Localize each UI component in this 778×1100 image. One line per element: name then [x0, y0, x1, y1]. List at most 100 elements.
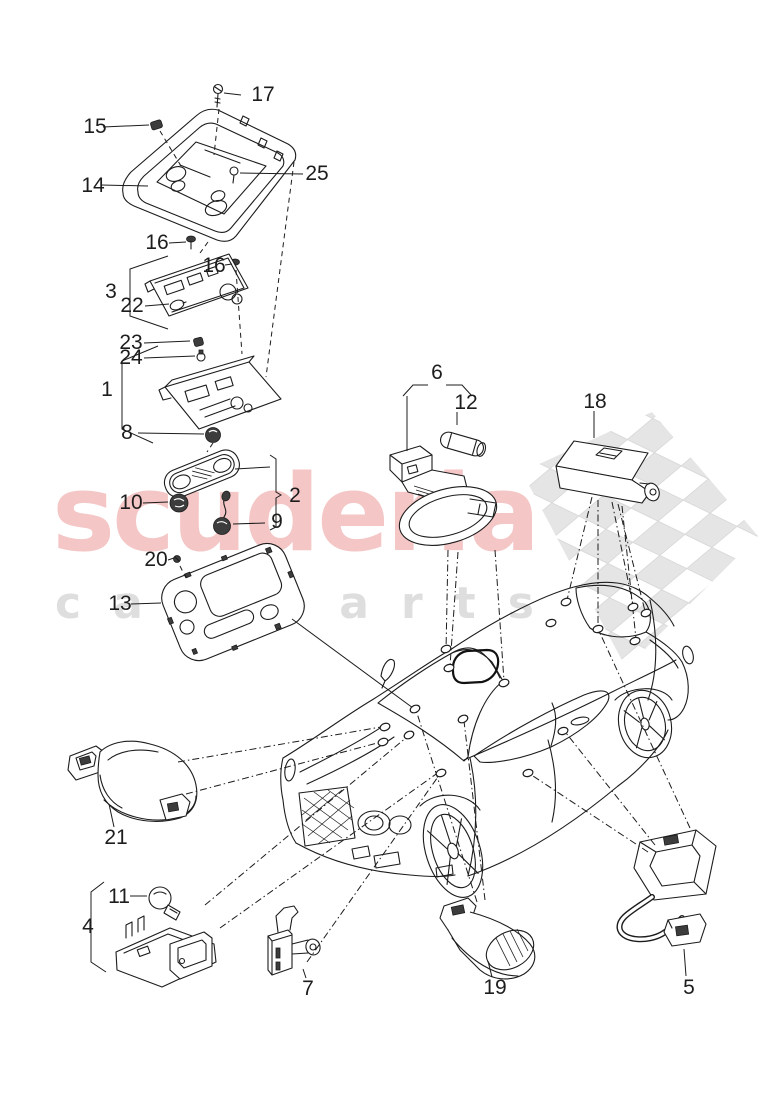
part-3-circuit-board-art	[144, 253, 249, 317]
install-location-marker	[557, 726, 569, 736]
leader-line	[224, 263, 233, 266]
part-18-module-art	[555, 440, 660, 504]
pin-16a-art	[186, 235, 196, 250]
nut-23-art	[193, 336, 204, 347]
microphone-9-art	[213, 490, 231, 535]
leader-line	[529, 773, 649, 853]
front-wheel	[422, 804, 484, 898]
bulb-11-art	[148, 886, 181, 921]
install-location-marker	[498, 678, 510, 688]
bulb-12-festoon-art	[439, 431, 487, 457]
leader-line	[130, 602, 162, 605]
bracket-lines-layer	[90, 255, 473, 973]
leader-line	[168, 241, 187, 244]
install-location-marker	[379, 722, 391, 732]
leader-line	[415, 709, 478, 903]
leader-line	[611, 501, 634, 606]
screw-25-art	[229, 166, 239, 184]
install-location-marker	[457, 714, 469, 724]
install-location-marker	[403, 730, 415, 740]
install-location-marker	[443, 663, 455, 673]
screw-20-art	[173, 555, 181, 563]
install-location-marker	[522, 768, 534, 778]
install-location-marker	[640, 608, 652, 618]
headlight-inner	[388, 815, 412, 835]
leader-line	[167, 557, 175, 561]
install-location-marker	[440, 644, 452, 654]
leader-line	[445, 549, 449, 652]
callout-bracket	[90, 881, 107, 973]
leader-line	[449, 551, 459, 667]
leader-line	[463, 720, 486, 901]
leader-line	[494, 549, 505, 682]
leader-line	[142, 501, 169, 504]
install-location-marker	[629, 636, 641, 646]
install-location-marker	[435, 768, 447, 778]
screw-17-art	[212, 83, 224, 108]
leader-line	[302, 968, 307, 979]
leader-line	[100, 184, 149, 187]
leader-line	[102, 124, 150, 128]
side-mirror	[380, 658, 395, 682]
leader-line	[177, 726, 382, 763]
bulb-22-art	[169, 299, 187, 311]
clip-15-art	[150, 119, 163, 131]
leader-line	[213, 108, 220, 156]
leader-line	[565, 732, 656, 846]
leader-line	[144, 303, 170, 307]
part-7-switch-art	[267, 905, 321, 976]
leader-line	[683, 948, 687, 977]
leader-line	[487, 960, 493, 978]
leader-line	[204, 736, 408, 906]
leader-lines-layer	[100, 92, 691, 979]
part-5-harness-art	[616, 829, 717, 947]
leader-line	[159, 130, 182, 167]
grille	[298, 786, 356, 847]
door-handle	[570, 716, 590, 726]
leader-line	[566, 496, 593, 601]
leader-line	[617, 503, 646, 612]
leader-line	[137, 432, 205, 435]
leader-line	[598, 630, 691, 829]
part-19-lamp-art	[439, 897, 536, 980]
part-2-lens-plate-art	[163, 449, 240, 498]
roof-console-location	[451, 648, 500, 685]
install-location-marker	[545, 618, 557, 628]
part-21-lamp-art	[67, 740, 198, 822]
location-markers-layer	[377, 597, 652, 778]
rear-wheel	[617, 689, 673, 759]
leader-line	[185, 741, 382, 795]
part-6-lamp-housing-art	[389, 445, 498, 546]
part-14-console-housing-art	[122, 108, 297, 242]
bulb-24-art	[196, 349, 206, 362]
callout-bracket	[446, 384, 473, 397]
install-location-marker	[409, 704, 421, 714]
leader-line	[179, 565, 187, 579]
checkered-flag-watermark	[522, 412, 758, 668]
leader-line	[291, 618, 414, 709]
leader-line	[143, 340, 191, 344]
leader-line	[265, 161, 295, 378]
callout-bracket	[121, 345, 159, 444]
callout-bracket	[129, 255, 169, 330]
install-location-marker	[627, 602, 639, 612]
callout-bracket	[269, 454, 282, 531]
leader-line	[232, 522, 266, 525]
leader-line	[306, 773, 441, 963]
part-13-gasket-art	[161, 542, 305, 662]
knob-8-art	[205, 427, 221, 443]
part-4-bracket-art	[115, 915, 217, 988]
leader-line	[223, 92, 242, 96]
install-location-marker	[377, 737, 389, 747]
leader-line	[206, 442, 214, 453]
install-location-marker	[592, 624, 604, 634]
headlight-outer	[357, 810, 391, 836]
leader-line	[234, 466, 271, 470]
part-1-control-module-art	[158, 355, 282, 430]
leader-line	[108, 803, 115, 828]
callout-bracket	[402, 384, 428, 397]
knob-10-art	[169, 493, 189, 513]
install-location-marker	[560, 597, 572, 607]
